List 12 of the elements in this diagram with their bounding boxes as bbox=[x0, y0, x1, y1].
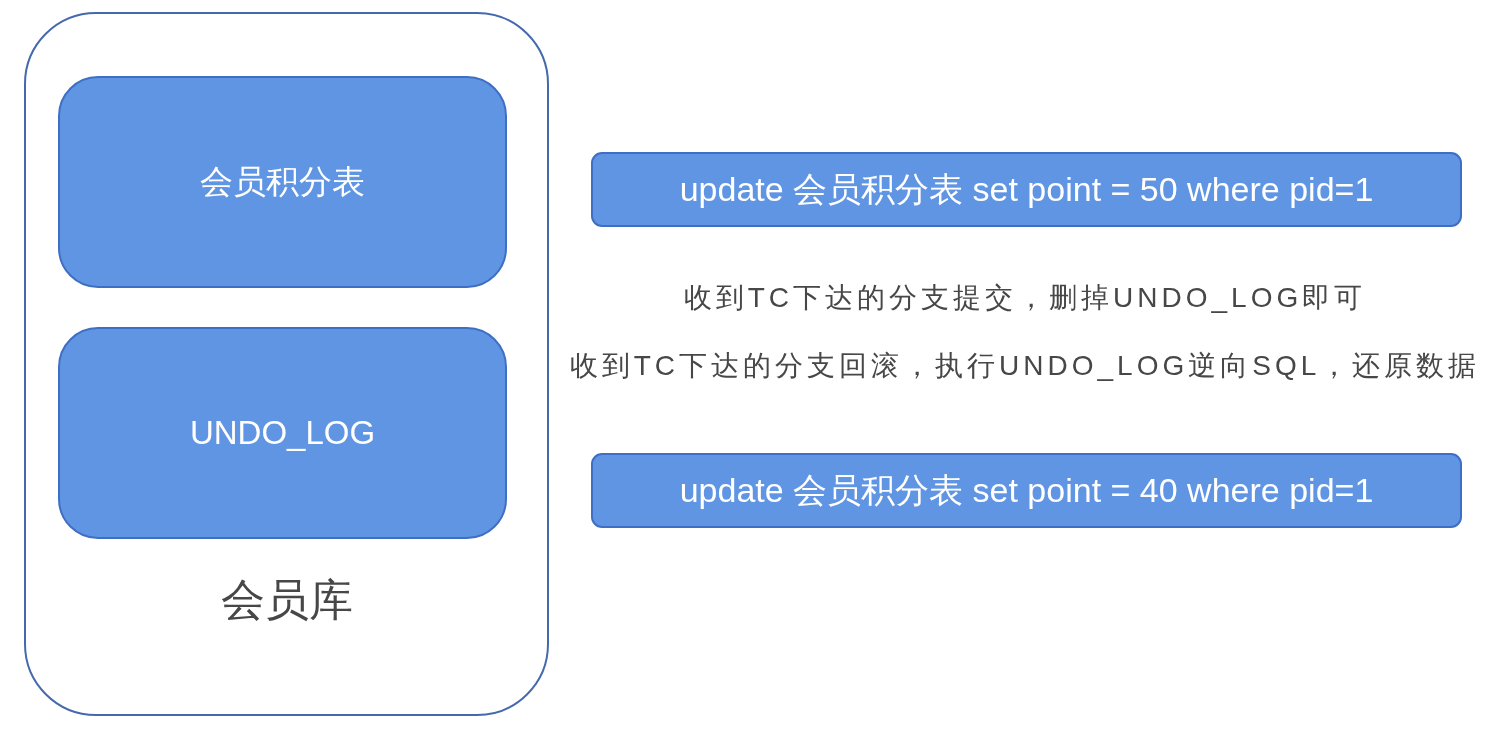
table-name: UNDO_LOG bbox=[189, 413, 376, 453]
database-container bbox=[24, 12, 549, 716]
table-name: 会员积分表 bbox=[200, 162, 365, 202]
note-text: 收到TC下达的分支回滚，执行UNDO_LOG逆向SQL，还原数据 bbox=[569, 349, 1481, 383]
container-title: 会员库 bbox=[220, 574, 353, 626]
sql-statement-box bbox=[591, 152, 1462, 227]
note-text: 收到TC下达的分支提交，删掉UNDO_LOG即可 bbox=[683, 281, 1367, 315]
table-box bbox=[58, 327, 507, 539]
sql-statement: update 会员积分表 set point = 40 where pid=1 bbox=[679, 470, 1374, 511]
table-box bbox=[58, 76, 507, 288]
sql-statement: update 会员积分表 set point = 50 where pid=1 bbox=[679, 169, 1374, 210]
sql-statement-box bbox=[591, 453, 1462, 528]
